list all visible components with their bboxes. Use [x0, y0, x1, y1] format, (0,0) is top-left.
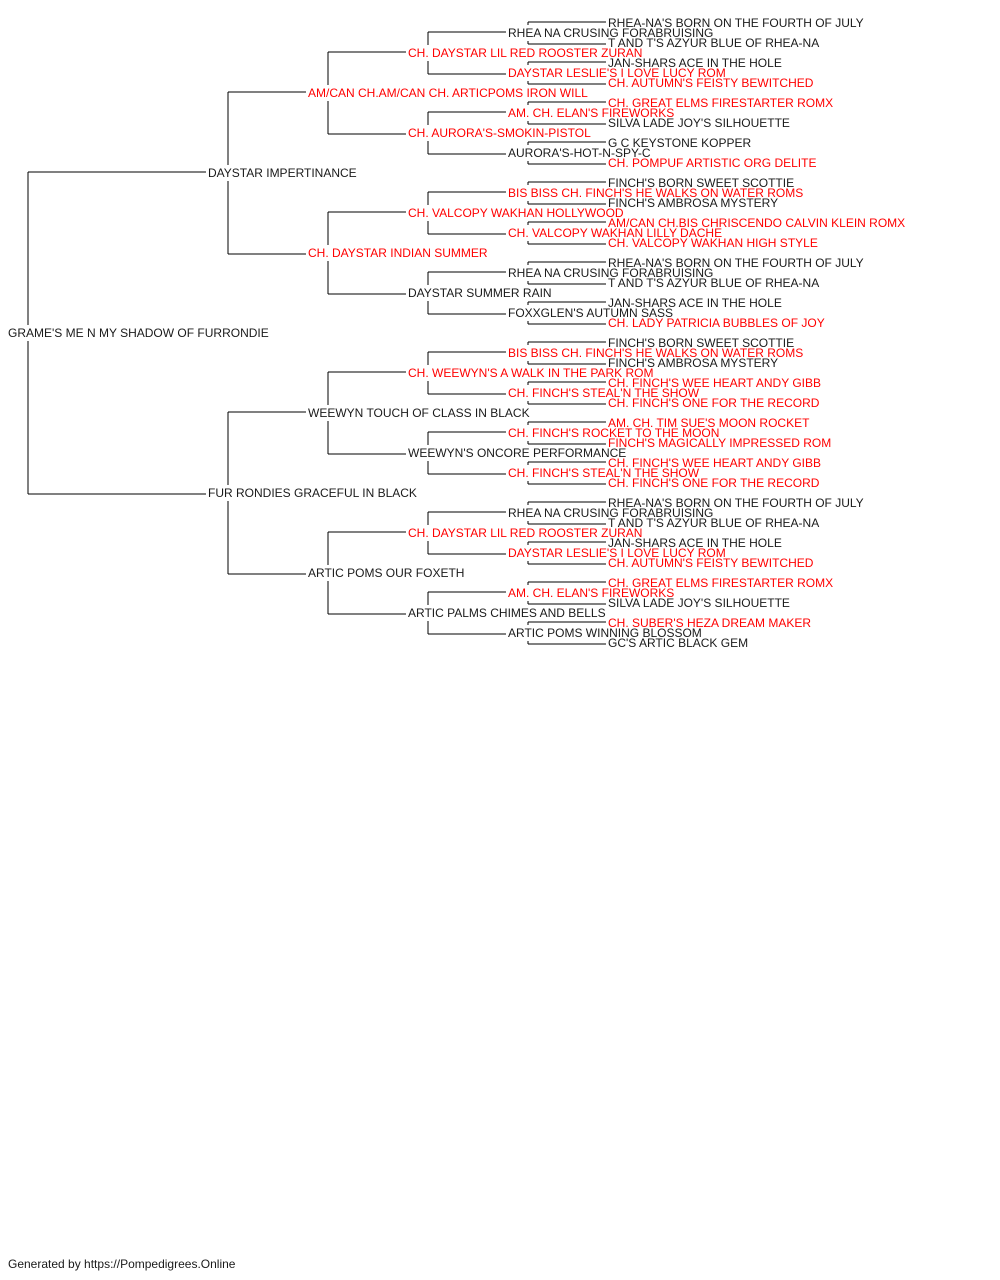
ancestor-name: CH. GREAT ELMS FIRESTARTER ROMX: [608, 96, 834, 110]
ancestor-name: CH. AURORA'S-SMOKIN-PISTOL: [408, 126, 591, 140]
ancestor-name: CH. FINCH'S STEAL'N THE SHOW: [508, 466, 700, 480]
ancestor-name: G C KEYSTONE KOPPER: [608, 136, 752, 150]
ancestor-name: DAYSTAR LESLIE'S I LOVE LUCY ROM: [508, 66, 726, 80]
ancestor-name: AM. CH. ELAN'S FIREWORKS: [508, 106, 675, 120]
ancestor-name: JAN-SHARS ACE IN THE HOLE: [608, 536, 782, 550]
ancestor-name: BIS BISS CH. FINCH'S HE WALKS ON WATER R…: [508, 346, 804, 360]
ancestor-name: SILVA LADE JOY'S SILHOUETTE: [608, 596, 790, 610]
ancestor-name: GC'S ARTIC BLACK GEM: [608, 636, 749, 650]
ancestor-name: CH. AUTUMN'S FEISTY BEWITCHED: [608, 556, 814, 570]
ancestor-name: CH. POMPUF ARTISTIC ORG DELITE: [608, 156, 817, 170]
ancestor-name: FOXXGLEN'S AUTUMN SASS: [508, 306, 673, 320]
ancestor-name: RHEA-NA'S BORN ON THE FOURTH OF JULY: [608, 496, 864, 510]
subject-dog-name: GRAME'S ME N MY SHADOW OF FURRONDIE: [8, 326, 269, 340]
ancestor-name: T AND T'S AZYUR BLUE OF RHEA-NA: [608, 36, 820, 50]
ancestor-name: SILVA LADE JOY'S SILHOUETTE: [608, 116, 790, 130]
ancestor-name: T AND T'S AZYUR BLUE OF RHEA-NA: [608, 516, 820, 530]
ancestor-name: DAYSTAR SUMMER RAIN: [408, 286, 552, 300]
ancestor-name: JAN-SHARS ACE IN THE HOLE: [608, 296, 782, 310]
ancestor-name: CH. DAYSTAR LIL RED ROOSTER ZURAN: [408, 46, 643, 60]
ancestor-name: CH. VALCOPY WAKHAN LILLY DACHE: [508, 226, 723, 240]
ancestor-name: FUR RONDIES GRACEFUL IN BLACK: [208, 486, 417, 500]
ancestor-name: RHEA-NA'S BORN ON THE FOURTH OF JULY: [608, 16, 864, 30]
ancestor-name: ARTIC PALMS CHIMES AND BELLS: [408, 606, 606, 620]
ancestor-name: CH. VALCOPY WAKHAN HOLLYWOOD: [408, 206, 624, 220]
ancestor-name: CH. FINCH'S WEE HEART ANDY GIBB: [608, 456, 821, 470]
ancestor-name: CH. FINCH'S ROCKET TO THE MOON: [508, 426, 720, 440]
ancestor-name: CH. FINCH'S ONE FOR THE RECORD: [608, 396, 820, 410]
ancestor-name: RHEA-NA'S BORN ON THE FOURTH OF JULY: [608, 256, 864, 270]
ancestor-name: RHEA NA CRUSING FORABRUISING: [508, 26, 714, 40]
ancestor-name: CH. WEEWYN'S A WALK IN THE PARK ROM: [408, 366, 654, 380]
footer-credit: Generated by https://Pompedigrees.Online: [8, 1257, 236, 1271]
ancestor-name: DAYSTAR IMPERTINANCE: [208, 166, 357, 180]
ancestor-name: FINCH'S MAGICALLY IMPRESSED ROM: [608, 436, 832, 450]
ancestor-name: RHEA NA CRUSING FORABRUISING: [508, 266, 714, 280]
ancestor-name: CH. FINCH'S WEE HEART ANDY GIBB: [608, 376, 821, 390]
ancestor-name: CH. VALCOPY WAKHAN HIGH STYLE: [608, 236, 818, 250]
ancestor-name: CH. LADY PATRICIA BUBBLES OF JOY: [608, 316, 825, 330]
ancestor-name: CH. FINCH'S ONE FOR THE RECORD: [608, 476, 820, 490]
ancestor-name: CH. GREAT ELMS FIRESTARTER ROMX: [608, 576, 834, 590]
ancestor-name: BIS BISS CH. FINCH'S HE WALKS ON WATER R…: [508, 186, 804, 200]
ancestor-name: FINCH'S AMBROSA MYSTERY: [608, 196, 779, 210]
ancestor-name: CH. FINCH'S STEAL'N THE SHOW: [508, 386, 700, 400]
ancestor-name: CH. DAYSTAR LIL RED ROOSTER ZURAN: [408, 526, 643, 540]
ancestor-name: AM/CAN CH.AM/CAN CH. ARTICPOMS IRON WILL: [308, 86, 588, 100]
ancestor-name: AURORA'S-HOT-N-SPY-C: [508, 146, 651, 160]
ancestor-name: FINCH'S AMBROSA MYSTERY: [608, 356, 779, 370]
ancestor-name: WEEWYN TOUCH OF CLASS IN BLACK: [308, 406, 530, 420]
ancestor-name: WEEWYN'S ONCORE PERFORMANCE: [408, 446, 627, 460]
ancestor-name: CH. AUTUMN'S FEISTY BEWITCHED: [608, 76, 814, 90]
ancestor-name: RHEA NA CRUSING FORABRUISING: [508, 506, 714, 520]
ancestor-name: AM. CH. ELAN'S FIREWORKS: [508, 586, 675, 600]
ancestor-name: DAYSTAR LESLIE'S I LOVE LUCY ROM: [508, 546, 726, 560]
ancestor-name: ARTIC POMS OUR FOXETH: [308, 566, 465, 580]
ancestor-name: CH. SUBER'S HEZA DREAM MAKER: [608, 616, 811, 630]
ancestor-name: FINCH'S BORN SWEET SCOTTIE: [608, 176, 795, 190]
ancestor-name: AM/CAN CH.BIS CHRISCENDO CALVIN KLEIN RO…: [608, 216, 906, 230]
ancestor-name: CH. DAYSTAR INDIAN SUMMER: [308, 246, 488, 260]
ancestor-name: T AND T'S AZYUR BLUE OF RHEA-NA: [608, 276, 820, 290]
ancestor-name: AM. CH. TIM SUE'S MOON ROCKET: [608, 416, 810, 430]
ancestor-name: FINCH'S BORN SWEET SCOTTIE: [608, 336, 795, 350]
ancestor-name: ARTIC POMS WINNING BLOSSOM: [508, 626, 702, 640]
ancestor-name: JAN-SHARS ACE IN THE HOLE: [608, 56, 782, 70]
